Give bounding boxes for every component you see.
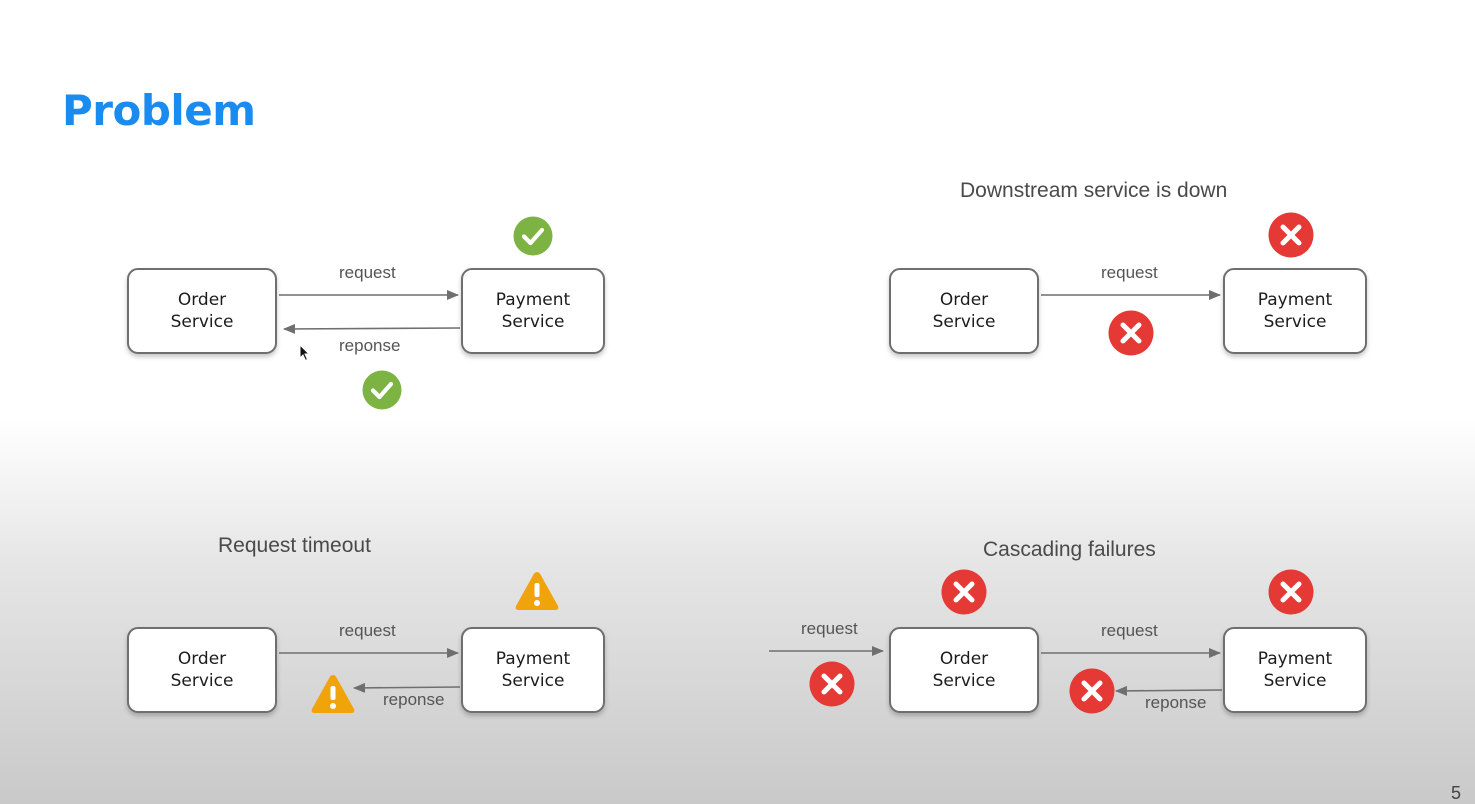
warning-triangle-icon <box>515 572 559 610</box>
order-line-1: Order <box>177 290 227 310</box>
x-circle-icon <box>941 569 987 615</box>
response-arrow <box>353 682 461 693</box>
mouse-cursor-icon <box>299 344 311 362</box>
response-arrow <box>283 323 461 334</box>
request-label: request <box>1101 621 1158 640</box>
response-arrow <box>1115 685 1223 696</box>
check-circle-icon <box>513 216 553 256</box>
scenario-caption: Cascading failures <box>983 538 1156 561</box>
check-circle-icon <box>362 370 402 410</box>
order-line-2: Service <box>170 671 234 691</box>
payment-line-2: Service <box>1263 671 1327 691</box>
scenario-caption: Request timeout <box>218 534 371 557</box>
payment-line-1: Payment <box>495 290 571 310</box>
x-circle-icon <box>1268 569 1314 615</box>
order-line-2: Service <box>170 312 234 332</box>
payment-line-1: Payment <box>495 649 571 669</box>
request-label: request <box>339 621 396 640</box>
payment-line-1: Payment <box>1257 290 1333 310</box>
page-number: 5 <box>1450 783 1461 803</box>
order-line-1: Order <box>939 649 989 669</box>
payment-line-2: Service <box>501 671 565 691</box>
order-line-2: Service <box>932 671 996 691</box>
payment-line-1: Payment <box>1257 649 1333 669</box>
x-circle-icon <box>1069 668 1115 714</box>
payment-line-2: Service <box>501 312 565 332</box>
slide-title: Problem <box>62 86 256 135</box>
order-line-1: Order <box>177 649 227 669</box>
response-label: reponse <box>1145 693 1207 712</box>
response-label: reponse <box>383 690 445 709</box>
x-circle-icon <box>1108 310 1154 356</box>
incoming-request-label: request <box>801 619 858 638</box>
x-circle-icon <box>1268 212 1314 258</box>
request-label: request <box>1101 263 1158 282</box>
payment-line-2: Service <box>1263 312 1327 332</box>
order-line-2: Service <box>932 312 996 332</box>
scenario-caption: Downstream service is down <box>960 179 1228 202</box>
warning-triangle-icon <box>311 675 355 713</box>
request-label: request <box>339 263 396 282</box>
response-label: reponse <box>339 336 401 355</box>
x-circle-icon <box>809 661 855 707</box>
order-line-1: Order <box>939 290 989 310</box>
